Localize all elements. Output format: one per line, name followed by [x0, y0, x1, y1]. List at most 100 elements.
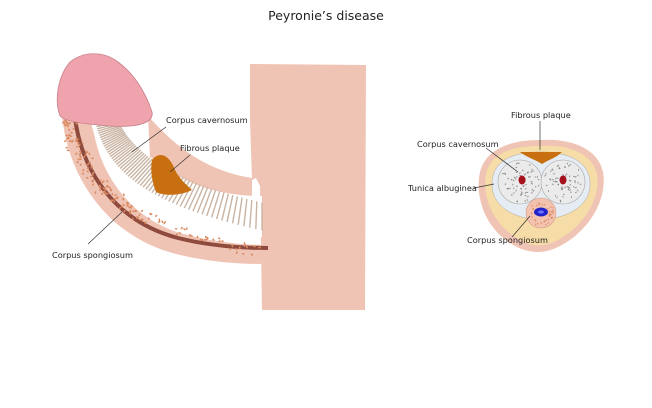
- cavernosum-dot: [564, 175, 567, 177]
- cavernosum-dot: [555, 194, 557, 197]
- trabecula: [206, 189, 217, 217]
- cavernosum-dot: [520, 192, 523, 194]
- spongiosum-dot: [534, 219, 536, 221]
- tissue-dot: [136, 215, 139, 219]
- spongiosum-dot: [534, 223, 537, 226]
- cavernosum-dot: [507, 177, 509, 180]
- trabecula: [125, 154, 147, 175]
- tissue-dot: [88, 152, 91, 156]
- trabecula: [117, 148, 140, 168]
- spongiosum-dot: [539, 202, 541, 205]
- cavernosum-dot: [531, 191, 533, 194]
- spongiosum-dot: [550, 206, 552, 208]
- spongiosum-dot: [531, 205, 533, 207]
- tissue-dot: [164, 221, 166, 224]
- tissue-dot: [62, 121, 65, 124]
- trabecula: [102, 132, 126, 145]
- trabecula: [114, 145, 137, 164]
- tissue-dot: [79, 155, 82, 158]
- tissue-dot: [122, 197, 125, 201]
- cavernosum-dot: [564, 166, 566, 169]
- tissue-dot: [190, 235, 193, 237]
- trabecula: [215, 192, 225, 220]
- tissue-dot: [138, 213, 141, 217]
- tissue-dot: [85, 151, 89, 154]
- spongiosum-dot: [530, 212, 533, 215]
- cavernosum-dot: [520, 188, 522, 191]
- tissue-dot: [180, 226, 183, 230]
- spongiosum-dot: [551, 216, 554, 219]
- cavernosum-dot: [558, 167, 561, 169]
- cavernosum-dot: [524, 200, 526, 202]
- cavernosum-dot: [530, 182, 533, 184]
- tissue-dot: [157, 220, 161, 223]
- label-fibrous-plaque-long: Fibrous plaque: [180, 143, 240, 153]
- tissue-dot: [75, 122, 78, 125]
- tissue-dot: [140, 209, 144, 212]
- tissue-dot: [78, 150, 82, 153]
- spongiosum-dots: [62, 112, 261, 256]
- leader-cavernosum-cross: [485, 147, 519, 173]
- cavernosum-dot: [553, 172, 555, 175]
- tissue-dot: [161, 220, 164, 224]
- label-corpus-spongiosum-cross: Corpus spongiosum: [467, 235, 548, 245]
- cavernosum-dot: [536, 175, 538, 178]
- cavernosum-dot: [569, 175, 571, 178]
- trabecula: [243, 198, 248, 227]
- cavernosum-dot: [503, 172, 506, 174]
- tissue-dot: [123, 209, 126, 213]
- cavernosum-dot: [510, 194, 513, 196]
- tissue-dot: [134, 209, 138, 212]
- tissue-dot: [98, 186, 102, 189]
- leader-spongiosum-long: [87, 211, 123, 245]
- tissue-dot: [77, 158, 80, 161]
- spongiosum-dot: [549, 214, 551, 216]
- tissue-dot: [246, 245, 248, 249]
- tissue-dot: [104, 190, 106, 194]
- tissue-dot: [85, 150, 87, 154]
- tissue-dot: [101, 181, 104, 185]
- spongiosum-dot: [551, 211, 554, 213]
- cavernosum-dot: [566, 186, 569, 188]
- tissue-dot: [67, 136, 70, 140]
- trabecula: [112, 143, 135, 162]
- cavernosum-dot: [561, 186, 563, 189]
- tissue-dot: [91, 157, 94, 160]
- cavernosum-dot: [515, 177, 517, 180]
- spongiosum-dot: [548, 215, 551, 217]
- tissue-dot: [243, 244, 246, 247]
- tissue-dot: [243, 242, 246, 245]
- trabecula: [99, 127, 123, 139]
- spongiosum-dot: [535, 204, 538, 207]
- tissue-dot: [86, 167, 90, 170]
- tissue-dot: [94, 191, 97, 194]
- cavernosum-dot: [521, 169, 524, 172]
- tissue-dot: [158, 218, 161, 222]
- tissue-dot: [250, 253, 254, 256]
- spongiosum-dot: [552, 209, 554, 212]
- tissue-dot: [74, 140, 78, 143]
- tissue-dot: [109, 188, 112, 192]
- tissue-dot: [129, 206, 133, 209]
- cavernosum-dot: [549, 179, 552, 181]
- cavernosum-dot: [559, 200, 562, 203]
- cavernosum-dot: [574, 175, 577, 178]
- trabecula: [121, 151, 143, 171]
- spongiosum-dot: [531, 216, 533, 218]
- trabecula: [192, 185, 205, 212]
- cavernosum-dot: [531, 168, 533, 171]
- tissue-dot: [221, 240, 224, 243]
- tissue-dot: [79, 163, 82, 166]
- tissue-dot: [67, 134, 71, 136]
- cavernosum-dot: [569, 164, 572, 166]
- trabecula: [134, 160, 155, 183]
- cavernosum-dot: [579, 183, 582, 185]
- tissue-dot: [75, 152, 78, 155]
- cavernosum-dot: [515, 171, 518, 173]
- cavernosum-dot: [569, 189, 571, 191]
- trabecula: [226, 194, 234, 223]
- cavernosum-dot: [569, 191, 572, 193]
- tissue-dot: [128, 209, 132, 213]
- spongiosum-dot: [537, 223, 539, 225]
